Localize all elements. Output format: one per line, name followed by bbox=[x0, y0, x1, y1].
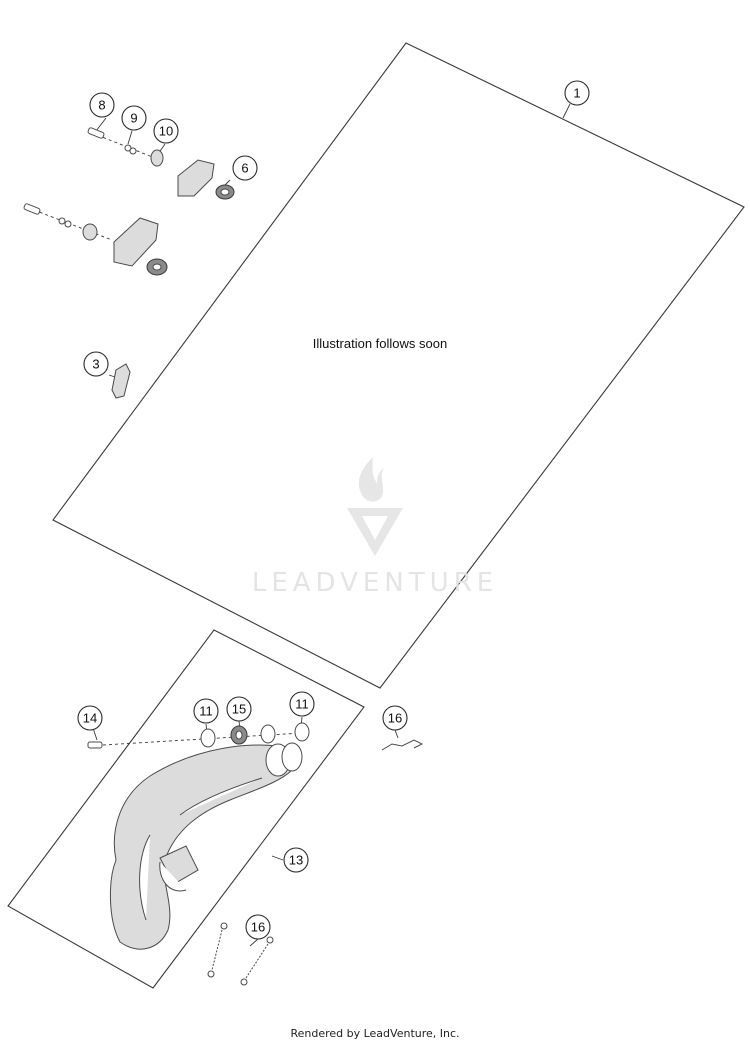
callout-16-upper: 16 bbox=[382, 705, 408, 731]
svg-text:11: 11 bbox=[199, 704, 213, 719]
bracket-assembly-lower bbox=[23, 203, 168, 276]
callout-3: 3 bbox=[83, 351, 109, 377]
svg-text:10: 10 bbox=[159, 124, 173, 139]
svg-text:15: 15 bbox=[232, 702, 246, 717]
callout-11-left: 11 bbox=[193, 698, 219, 724]
svg-text:13: 13 bbox=[289, 853, 303, 868]
svg-text:1: 1 bbox=[573, 86, 580, 101]
callout-14: 14 bbox=[77, 705, 103, 731]
callout-15: 15 bbox=[226, 696, 252, 722]
svg-text:9: 9 bbox=[130, 111, 137, 126]
placeholder-text: Illustration follows soon bbox=[312, 336, 448, 351]
callout-6: 6 bbox=[232, 155, 258, 181]
bracket-assembly-upper bbox=[87, 127, 235, 200]
svg-text:14: 14 bbox=[83, 711, 97, 726]
callout-8: 8 bbox=[89, 92, 115, 118]
callout-16-lower: 16 bbox=[245, 914, 271, 940]
clip-part bbox=[111, 363, 131, 399]
leadventure-watermark: LEADVENTURE bbox=[252, 457, 498, 598]
washer-row bbox=[87, 722, 310, 749]
svg-text:3: 3 bbox=[92, 357, 99, 372]
exhaust-pipe bbox=[109, 742, 303, 950]
svg-text:16: 16 bbox=[388, 711, 402, 726]
callout-1: 1 bbox=[564, 80, 590, 106]
svg-text:8: 8 bbox=[98, 98, 105, 113]
callout-9: 9 bbox=[121, 105, 147, 131]
callout-13: 13 bbox=[283, 847, 309, 873]
svg-text:6: 6 bbox=[241, 161, 248, 176]
footer-credit: Rendered by LeadVenture, Inc. bbox=[290, 1027, 460, 1040]
svg-text:16: 16 bbox=[251, 920, 265, 935]
callout-11-right: 11 bbox=[289, 691, 315, 717]
springs bbox=[207, 739, 424, 986]
watermark-text: LEADVENTURE bbox=[252, 568, 498, 598]
callout-10: 10 bbox=[153, 118, 179, 144]
svg-text:11: 11 bbox=[295, 697, 309, 712]
placeholder-panel bbox=[52, 42, 745, 689]
